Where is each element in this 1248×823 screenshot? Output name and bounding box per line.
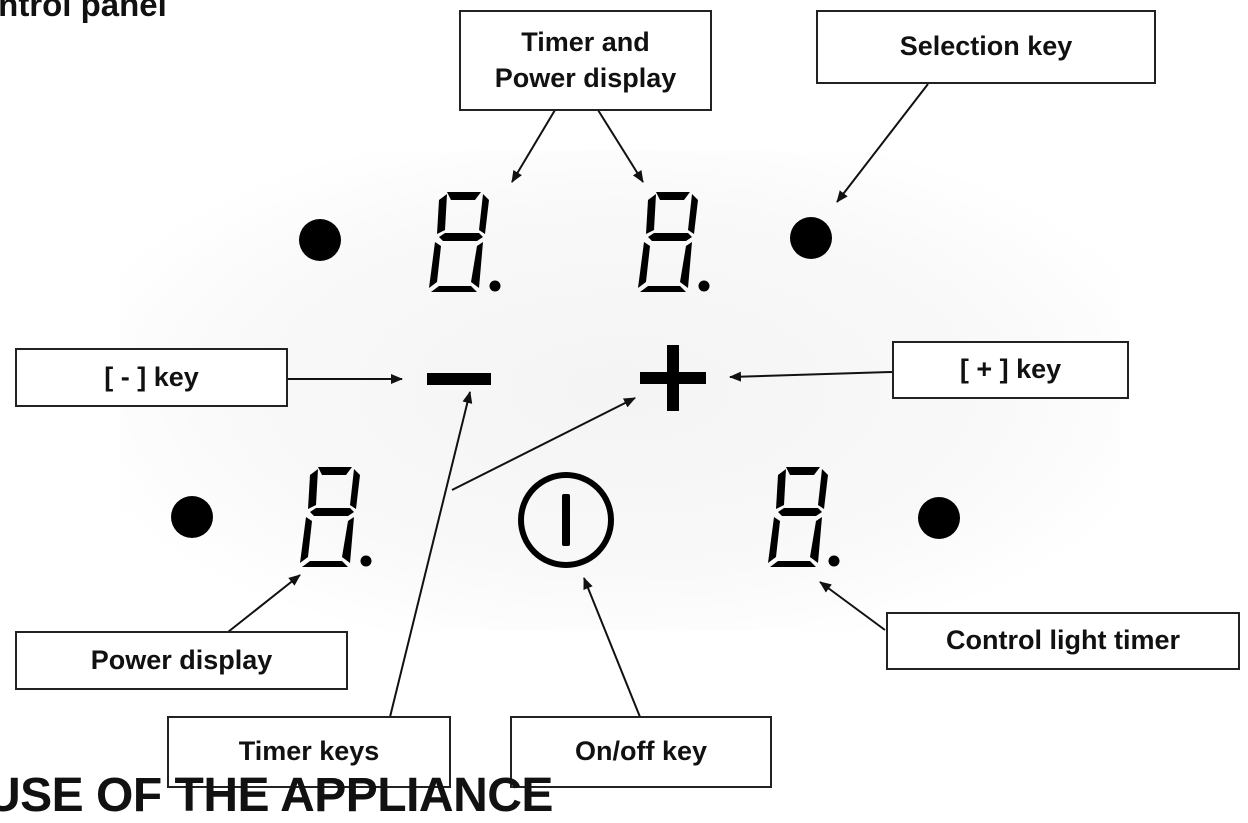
callout-label: [ - ] key — [104, 361, 199, 392]
callout-label-line1: Timer and — [521, 27, 650, 58]
power-digit-left-icon — [300, 467, 372, 567]
callout-label: On/off key — [574, 736, 708, 767]
on-off-key-callout: On/off key — [510, 716, 772, 788]
selection-dot-icon[interactable] — [171, 496, 213, 538]
callout-label: [ + ] key — [959, 354, 1062, 385]
callout-label: Power display — [90, 644, 273, 675]
section-title: ontrol panel — [0, 0, 167, 23]
callout-label: Selection key — [899, 31, 1073, 62]
power-icon[interactable] — [518, 472, 614, 568]
callout-label-line2: Power display — [494, 62, 677, 93]
selection-key-callout: Selection key — [816, 10, 1156, 84]
power-digit-right-icon — [768, 467, 840, 567]
selection-dot-icon[interactable] — [918, 497, 960, 539]
selection-dot-icon[interactable] — [790, 217, 832, 259]
callout-label: Control light timer — [946, 625, 1180, 656]
selection-dot-icon[interactable] — [299, 219, 341, 261]
minus-icon[interactable] — [427, 373, 491, 385]
footer-heading: USE OF THE APPLIANCE — [0, 769, 553, 822]
power-display-callout: Power display — [15, 631, 348, 690]
leader-lines — [227, 83, 929, 718]
timer-keys-callout: Timer keys — [167, 716, 451, 788]
plus-icon[interactable] — [640, 345, 706, 411]
plus-key-callout: [ + ] key — [892, 341, 1129, 399]
control-light-timer-callout: Control light timer — [886, 612, 1240, 670]
timer-power-digit-left-icon — [429, 192, 501, 292]
timer-power-display-callout: Timer and Power display — [459, 10, 712, 111]
minus-key-callout: [ - ] key — [15, 348, 288, 407]
callout-label: Timer keys — [238, 736, 380, 767]
timer-power-digit-right-icon — [638, 192, 710, 292]
